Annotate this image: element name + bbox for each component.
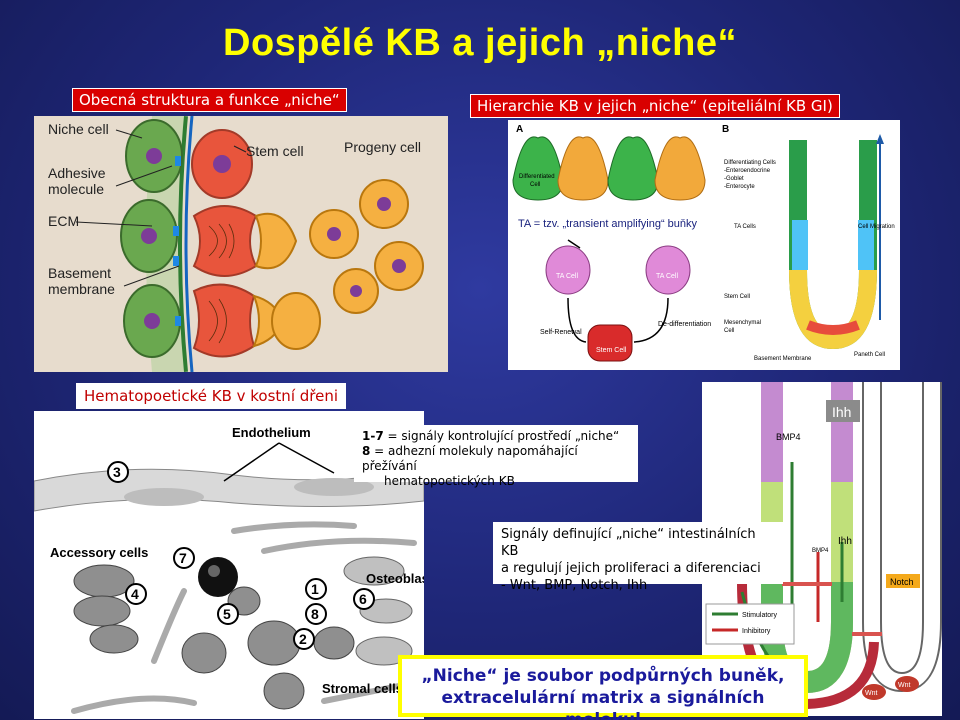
label-hierarchy: Hierarchie KB v jejich „niche“ (epiteliá… — [470, 94, 840, 118]
enteroendocrine-label: -Enteroendocrine — [724, 168, 771, 174]
self-renewal-label: Self-Renewal — [540, 329, 582, 336]
ihh-mid-label: Ihh — [838, 536, 852, 547]
accessory-label: Accessory cells — [50, 545, 148, 560]
intestinal-line3: - Wnt, BMP, Notch, Ihh — [501, 578, 648, 593]
info-line2-bold: 8 — [362, 444, 371, 458]
footer-line1: „Niche“ je soubor podpůrných buněk, — [421, 666, 785, 686]
mesenchymal-1: Mesenchymal — [724, 320, 761, 326]
bmp4-small-label: BMP4 — [812, 548, 829, 554]
stem-cell-a: Stem Cell — [596, 347, 627, 354]
diff-cell-text-2: Cell — [530, 182, 540, 188]
mesenchymal-2: Cell — [724, 328, 734, 334]
info-line3: hematopoetických KB — [384, 474, 515, 488]
ta-cells-label: TA Cells — [734, 224, 756, 230]
num-3: 3 — [113, 464, 121, 480]
panel-b-label: B — [722, 124, 729, 135]
ta-cell-right: TA Cell — [656, 273, 678, 280]
ihh-top-label: Ihh — [832, 404, 851, 420]
diff-cell-text-1: Differentiated — [519, 174, 555, 180]
osteoblasts-label: Osteoblasts — [366, 571, 424, 586]
basement-label: Basement — [48, 265, 111, 281]
de-diff-label: De-differentiation — [658, 321, 711, 328]
num-2: 2 — [299, 631, 307, 647]
legend-stimulatory: Stimulatory — [742, 612, 778, 619]
label-bone-marrow: Hematopoetické KB v kostní dřeni — [76, 383, 347, 409]
molecule-label: molecule — [48, 181, 104, 197]
progeny-cell-label: Progeny cell — [344, 139, 421, 155]
bmp4-label: BMP4 — [776, 432, 801, 442]
num-6: 6 — [359, 591, 367, 607]
niche-cell-label: Niche cell — [48, 121, 109, 137]
stem-cell-b-label: Stem Cell — [724, 294, 750, 300]
wnt-label-1: Wnt — [865, 690, 878, 697]
intestinal-info: Signály definující „niche“ intestinálníc… — [493, 522, 783, 593]
num-4: 4 — [131, 586, 139, 602]
info-line1-bold: 1-7 — [362, 429, 384, 443]
ta-cell-left: TA Cell — [556, 273, 578, 280]
niche-definition-box: „Niche“ je soubor podpůrných buněk, extr… — [398, 655, 808, 720]
num-8: 8 — [311, 606, 319, 622]
basement-membrane-b: Basement Membrane — [754, 356, 812, 362]
num-7: 7 — [179, 550, 187, 566]
hierarchy-diagram: A B Differentiated Cell TA = tzv. „trans… — [508, 120, 900, 370]
enterocyte-label: -Enterocyte — [724, 184, 755, 190]
wnt-label-2: Wnt — [898, 682, 911, 689]
cell-migration-label: Cell Migration — [858, 224, 895, 230]
bone-marrow-info: 1-7 = signály kontrolující prostředí „ni… — [354, 425, 638, 488]
slide-title: Dospělé KB a jejich „niche“ — [223, 22, 737, 64]
paneth-cell-label: Paneth Cell — [854, 352, 885, 358]
goblet-label: -Goblet — [724, 176, 744, 182]
endothelium-label: Endothelium — [232, 425, 311, 440]
info-line2: = adhezní molekuly napomáhající přežíván… — [362, 444, 578, 473]
label-general-structure: Obecná struktura a funkce „niche“ — [72, 88, 347, 112]
ecm-label: ECM — [48, 213, 79, 229]
info-line1: = signály kontrolující prostředí „niche“ — [383, 429, 620, 443]
stromal-label: Stromal cells — [322, 681, 403, 696]
footer-line2: extracelulární matrix a signálních molek… — [441, 688, 765, 720]
intestinal-line1: Signály definující „niche“ intestinálníc… — [501, 527, 756, 559]
ta-note: TA = tzv. „transient amplifying“ buňky — [518, 218, 698, 230]
legend-inhibitory: Inhibitory — [742, 628, 771, 635]
num-1: 1 — [311, 581, 319, 597]
intestinal-line2: a regulují jejich proliferaci a diferenc… — [501, 561, 761, 576]
stem-cell-label: Stem cell — [246, 143, 304, 159]
panel-a-label: A — [516, 124, 523, 135]
membrane-label: membrane — [48, 281, 115, 297]
adhesive-label: Adhesive — [48, 165, 106, 181]
num-5: 5 — [223, 606, 231, 622]
general-niche-diagram: Niche cell Adhesive molecule ECM Basemen… — [34, 116, 448, 372]
diff-cells-b: Differentiating Cells — [724, 160, 776, 166]
notch-label: Notch — [890, 577, 914, 587]
